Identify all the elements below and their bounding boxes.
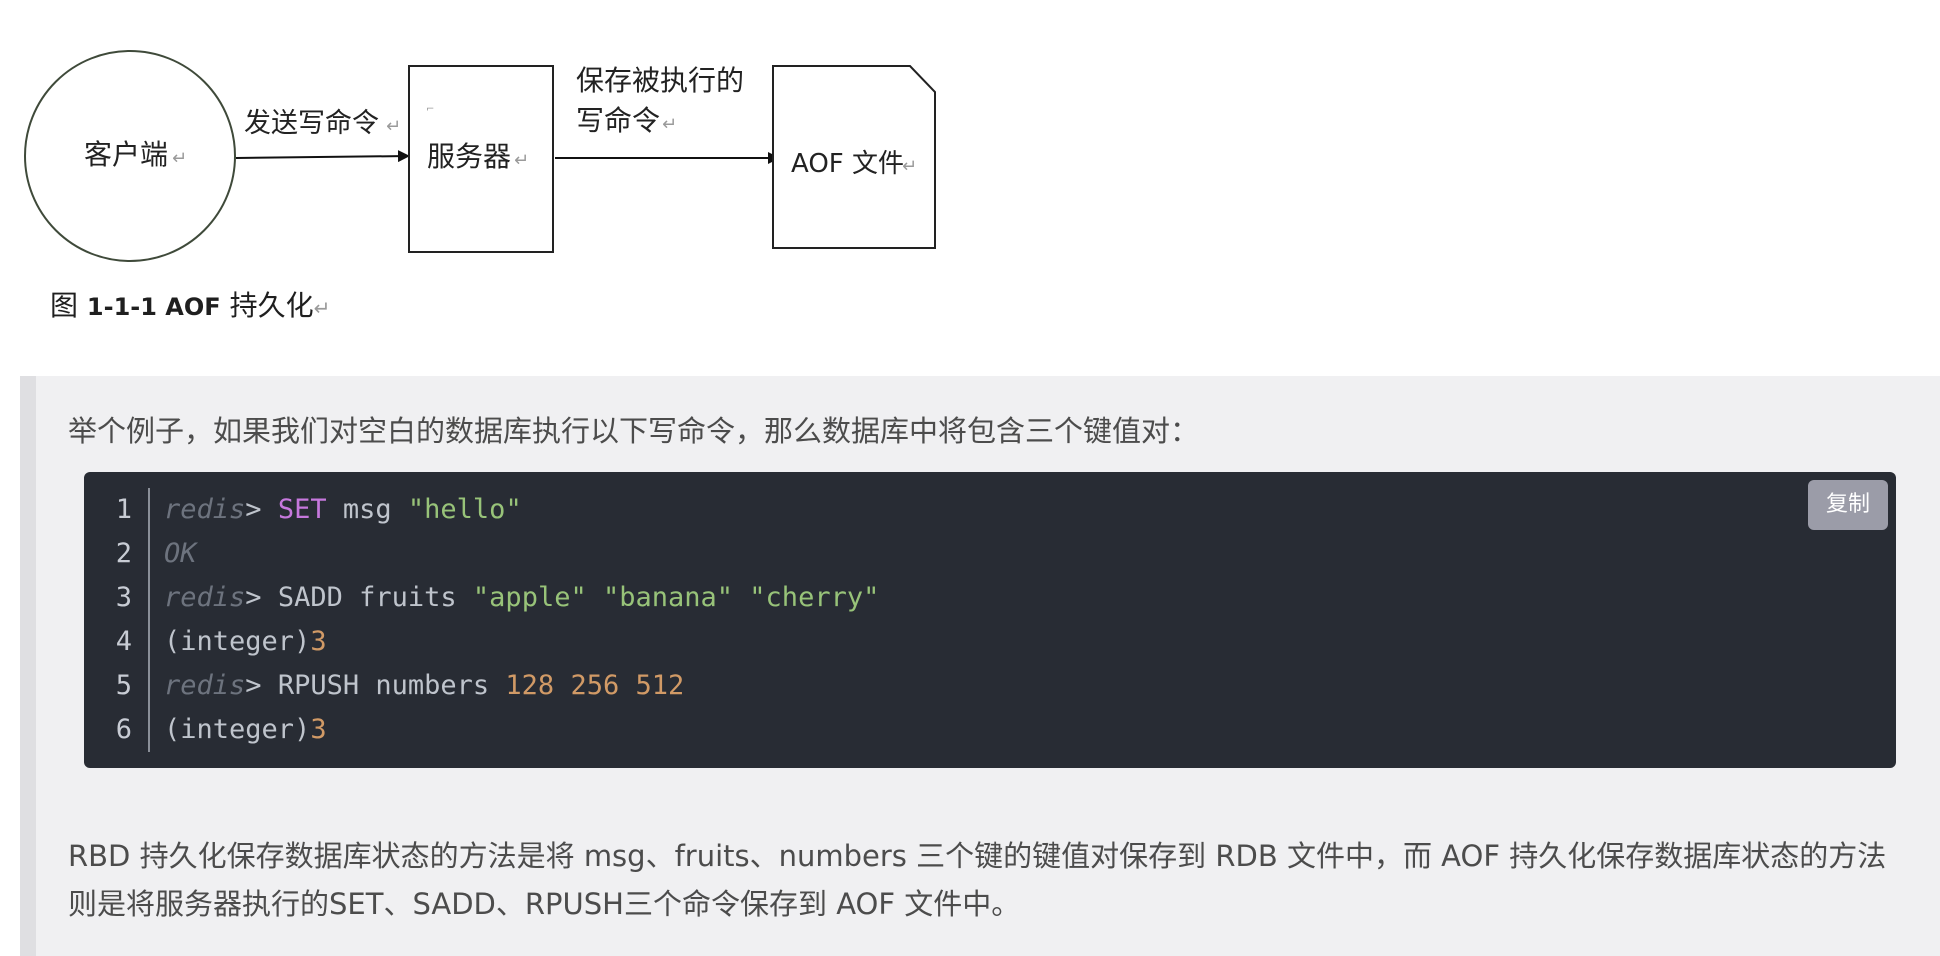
reply-value: 3 xyxy=(310,714,327,745)
reply-value: 3 xyxy=(310,626,327,657)
server-label: 服务器 xyxy=(427,140,511,173)
send-label: 发送写命令 xyxy=(244,108,379,139)
value: "apple" xyxy=(472,582,587,613)
command: RPUSH xyxy=(277,670,360,701)
reply-type: (integer) xyxy=(164,626,311,657)
return-mark: ↵ xyxy=(313,296,331,320)
caption-prefix: 图 xyxy=(50,289,79,322)
line-number: 4 xyxy=(115,626,132,657)
copy-button[interactable]: 复制 xyxy=(1808,480,1888,530)
prompt: redis xyxy=(164,582,246,613)
reply: OK xyxy=(164,538,197,569)
client-label: 客户端 xyxy=(84,138,168,171)
return-mark: ↵ xyxy=(514,150,529,171)
value: 128 xyxy=(505,670,555,701)
line-number: 6 xyxy=(115,714,132,745)
code-line-1: redis> SET msg "hello" xyxy=(164,488,522,532)
prompt-arrow: > xyxy=(245,670,262,701)
key: fruits xyxy=(359,582,457,613)
code-line-3: redis> SADD fruits "apple" "banana" "che… xyxy=(164,576,879,620)
value: "cherry" xyxy=(749,582,880,613)
return-mark: ↵ xyxy=(172,148,187,169)
prompt-arrow: > xyxy=(245,582,262,613)
return-mark-small: ⌐ xyxy=(426,104,434,115)
aof-diagram: 客户端 ↵ 发送写命令 ↵ ⌐ 服务器 ↵ 保存被执行的 写命令 ↵ AOF 文… xyxy=(0,0,960,280)
line-number: 5 xyxy=(115,670,132,701)
save-label-line2: 写命令 xyxy=(576,104,660,137)
value: "banana" xyxy=(602,582,734,613)
value: 512 xyxy=(635,670,685,701)
prompt-arrow: > xyxy=(245,494,262,525)
caption-text: 持久化 xyxy=(229,289,314,322)
command: SET xyxy=(277,494,327,525)
conclusion-paragraph: RBD 持久化保存数据库状态的方法是将 msg、fruits、numbers 三… xyxy=(68,839,1887,921)
intro-paragraph: 举个例子，如果我们对空白的数据库执行以下写命令，那么数据库中将包含三个键值对： xyxy=(68,414,1200,448)
prompt: redis xyxy=(164,494,246,525)
code-line-2: OK xyxy=(164,532,197,576)
line-number-gutter: 1 2 3 4 5 6 xyxy=(84,488,150,752)
key: numbers xyxy=(375,670,490,701)
save-label-line1: 保存被执行的 xyxy=(576,64,744,97)
return-mark: ↵ xyxy=(386,116,401,137)
reply-type: (integer) xyxy=(164,714,311,745)
code-line-5: redis> RPUSH numbers 128 256 512 xyxy=(164,664,684,708)
send-arrow xyxy=(235,150,410,163)
line-number: 3 xyxy=(115,582,132,613)
client-node xyxy=(24,50,236,262)
aof-file-node xyxy=(772,65,936,249)
key: msg xyxy=(342,494,392,525)
line-number: 1 xyxy=(115,494,132,525)
caption-number: 1-1-1 AOF xyxy=(86,293,221,321)
value: "hello" xyxy=(407,494,522,525)
aof-diagram-svg: 客户端 ↵ 发送写命令 ↵ ⌐ 服务器 ↵ 保存被执行的 写命令 ↵ AOF 文… xyxy=(24,50,936,262)
value: 256 xyxy=(570,670,620,701)
line-number: 2 xyxy=(115,538,132,569)
code-line-4: (integer)3 xyxy=(164,620,327,664)
return-mark: ↵ xyxy=(902,156,917,177)
return-mark: ↵ xyxy=(662,114,677,135)
command: SADD xyxy=(277,582,343,613)
code-block[interactable]: 1 2 3 4 5 6 redis> SET msg "hello" OK re… xyxy=(84,472,1896,768)
aof-file-label: AOF 文件 xyxy=(791,149,904,179)
prompt: redis xyxy=(164,670,246,701)
server-node xyxy=(408,65,554,253)
figure-caption: 图 1-1-1 AOF 持久化↵ xyxy=(50,284,330,324)
code-line-6: (integer)3 xyxy=(164,708,327,752)
